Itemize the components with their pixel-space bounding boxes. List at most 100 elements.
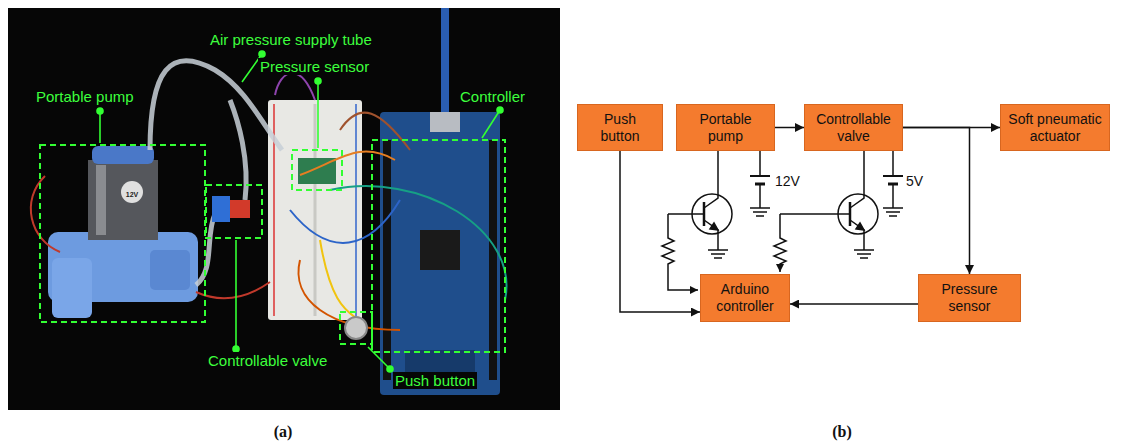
ground-symbol (750, 207, 770, 209)
callout-label: Push button (393, 372, 477, 389)
leader-line (99, 111, 101, 143)
process-box: Pressure sensor (918, 274, 1021, 322)
ground-symbol (708, 250, 728, 258)
valve-photo (230, 200, 250, 218)
circuit-wire (668, 213, 704, 215)
callout-label: Portable pump (34, 88, 136, 105)
pump-photo (31, 176, 60, 252)
arduino-board (430, 112, 460, 132)
battery-symbol (750, 175, 770, 177)
ground-symbol (883, 207, 903, 209)
leader-line (368, 347, 390, 369)
jumper-wire (320, 240, 356, 318)
label-holder: Controller (458, 88, 527, 106)
pump-photo (196, 282, 270, 298)
voltage-label: 5V (905, 173, 924, 189)
circuit-wire (704, 220, 718, 250)
breadboard (314, 104, 317, 316)
resistor-symbol (774, 214, 786, 272)
circuit-wire (892, 184, 894, 208)
circuit-wire (662, 151, 903, 290)
leader-line (497, 107, 503, 113)
label-holder: (b) (832, 423, 852, 441)
ground-symbol (708, 249, 728, 251)
photo (8, 8, 560, 410)
label-holder: 5V (905, 172, 924, 190)
flow-arrow (775, 127, 804, 129)
valve-photo (212, 196, 250, 222)
ground-symbol (711, 253, 725, 255)
leader-line (259, 51, 265, 57)
box-label: Portable pump (682, 111, 769, 145)
ground-symbol (889, 215, 897, 217)
ground-symbol (860, 257, 868, 259)
arduino-board (489, 140, 497, 380)
leader-line (482, 110, 500, 138)
battery-symbol (883, 175, 903, 177)
ground-symbol (883, 208, 903, 216)
callout-box (40, 140, 505, 352)
pump-photo (31, 146, 270, 318)
circuit-wire (759, 184, 761, 208)
callout-label: Pressure sensor (258, 58, 371, 75)
flow-arrow (903, 128, 970, 275)
ground-symbol (753, 211, 767, 213)
circuit-wire (850, 151, 864, 208)
pump-photo (92, 146, 154, 164)
label-holder: (a) (274, 423, 293, 441)
process-box: Controllable valve (804, 104, 903, 151)
panel-label: (a) (274, 423, 293, 441)
jumper-wire (290, 200, 400, 243)
resistor-symbol (662, 214, 698, 290)
breadboard (268, 100, 362, 320)
jumper-wire (300, 152, 395, 175)
ground-symbol (750, 208, 770, 216)
label-holder: Push button (393, 372, 477, 390)
arduino-board (420, 230, 460, 270)
callout-label: Controller (458, 88, 527, 105)
ground-symbol (886, 211, 900, 213)
box-label: Arduino controller (706, 281, 784, 315)
process-box: Portable pump (676, 104, 775, 151)
box-label: Soft pneumatic actuator (1006, 111, 1104, 145)
circuit-wire (704, 151, 718, 208)
callout-label: Air pressure supply tube (208, 31, 374, 48)
callout-label: Controllable valve (206, 352, 329, 369)
circuit-wire (892, 151, 894, 176)
transistor-symbol (856, 223, 864, 230)
photo (441, 8, 449, 112)
leader-line (315, 78, 321, 84)
box-label: Pressure sensor (924, 281, 1015, 315)
box-label: Controllable valve (810, 111, 897, 145)
transistor-symbol (710, 223, 718, 230)
valve-photo (212, 196, 230, 222)
jumper-wire (275, 73, 315, 100)
label-holder: Pressure sensor (258, 58, 371, 76)
jumper-wire (340, 113, 410, 150)
pump-photo (52, 258, 92, 318)
label-holder: 12V (774, 172, 801, 190)
photo (8, 8, 560, 410)
ground-symbol (854, 250, 874, 258)
leader-line (235, 240, 237, 349)
label-holder: Controllable valve (206, 352, 329, 370)
leader-line (97, 108, 103, 114)
circuit-wire (759, 151, 761, 176)
process-box: Push button (577, 104, 663, 151)
breadboard (268, 100, 362, 320)
breadboard (355, 104, 357, 316)
push-button-photo (345, 317, 367, 339)
leader-line (97, 51, 503, 372)
ground-symbol (857, 253, 871, 255)
label-holder: Air pressure supply tube (208, 31, 374, 49)
panel-label: (b) (832, 423, 852, 441)
air-tube (150, 61, 282, 285)
label-holder: Portable pump (34, 88, 136, 106)
circuit-wire (850, 220, 864, 250)
label-holder: 12V (126, 183, 138, 201)
jumper-wire (275, 73, 507, 330)
box-label: Push button (583, 111, 657, 145)
